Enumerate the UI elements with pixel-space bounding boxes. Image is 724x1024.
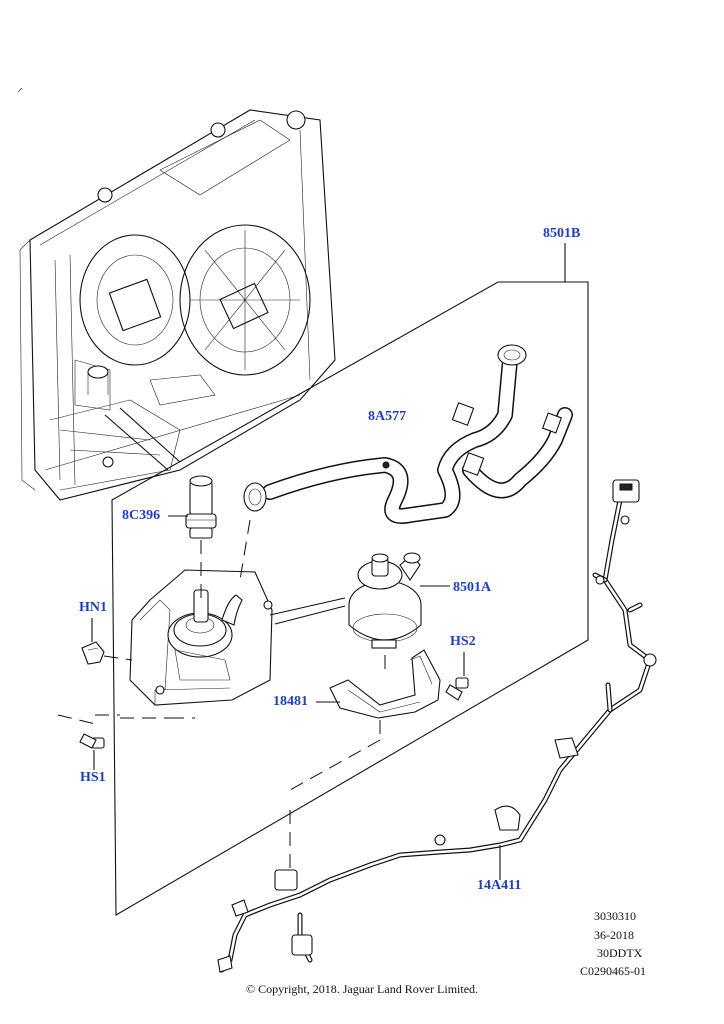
callout-8501B[interactable]: 8501B — [543, 226, 581, 241]
info-line-3: 30DDTX — [597, 946, 643, 960]
coolant-hose-8A577 — [243, 344, 573, 524]
bolt-HS1 — [79, 733, 105, 749]
callout-8C396[interactable]: 8C396 — [122, 508, 161, 523]
leader-pump-to-bracket-2 — [274, 605, 346, 625]
info-line-4: C0290465-01 — [580, 964, 646, 978]
hose-connector-8C396 — [185, 475, 217, 539]
radiator-assembly — [19, 109, 336, 501]
dashed-leader-HN1 — [103, 655, 133, 661]
leader-radiator-1 — [104, 414, 169, 471]
copyright-notice: © Copyright, 2018. Jaguar Land Rover Lim… — [245, 982, 479, 996]
dashed-leader-hose-pump — [239, 519, 251, 581]
exploded-view-frame — [111, 281, 589, 916]
dashed-leader-bracket-harness — [289, 739, 381, 791]
callout-HS2[interactable]: HS2 — [450, 634, 476, 649]
corner-mark — [17, 87, 23, 93]
pump-bracket-assembly — [129, 569, 273, 706]
nut-HN1 — [81, 641, 105, 665]
info-line-1: 3030310 — [594, 909, 636, 923]
dashed-leader-HS1 — [57, 714, 170, 726]
dashed-leader-bracket-horizontal — [95, 714, 195, 719]
callout-8501A[interactable]: 8501A — [453, 580, 492, 595]
leader-pump-to-bracket-1 — [269, 597, 346, 616]
pump-bracket-18481 — [329, 649, 441, 719]
callout-8A577[interactable]: 8A577 — [368, 409, 407, 424]
wiring-harness-14A411 — [217, 479, 657, 973]
callout-HS1[interactable]: HS1 — [80, 770, 106, 785]
leader-radiator-2 — [119, 407, 181, 463]
callout-HN1[interactable]: HN1 — [79, 600, 107, 615]
callout-14A411[interactable]: 14A411 — [477, 878, 522, 893]
electric-water-pump-8501A — [348, 552, 422, 649]
callout-18481[interactable]: 18481 — [273, 694, 308, 709]
bolt-HS2 — [445, 677, 469, 701]
info-line-2: 36-2018 — [594, 928, 634, 942]
